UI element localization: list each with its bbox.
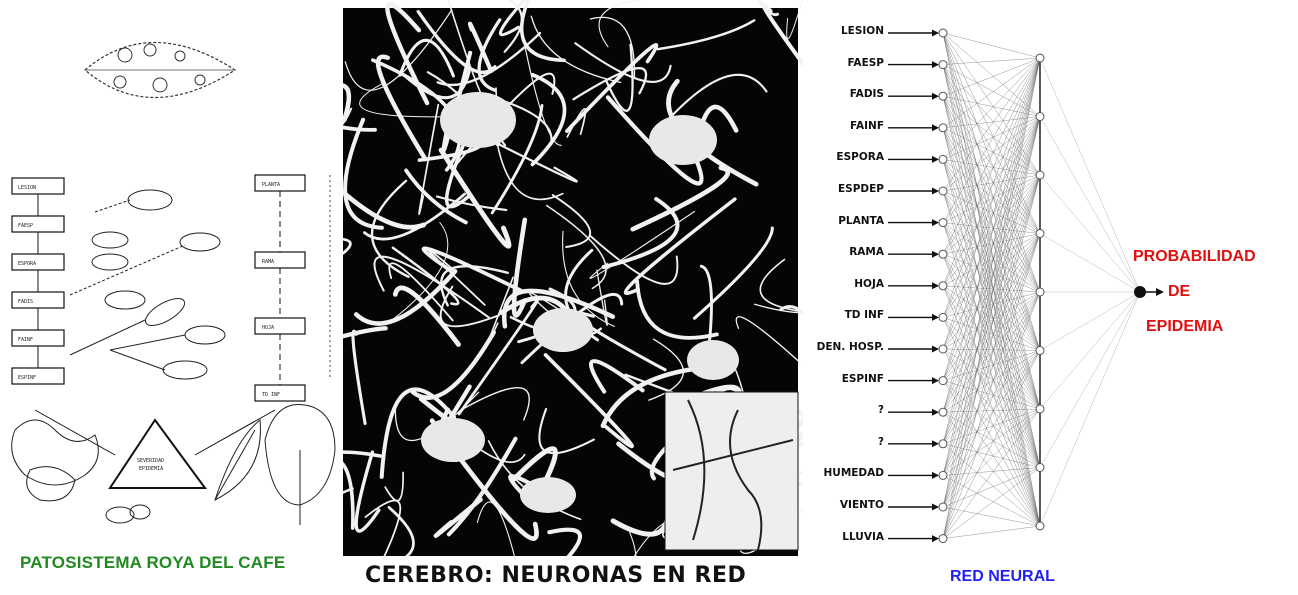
svg-text:FADIS: FADIS [18,299,33,305]
hidden-node [1036,113,1044,121]
output-label-line-3: EPIDEMIA [1146,318,1223,336]
input-label: HUMEDAD [804,467,884,479]
svg-text:HOJA: HOJA [262,325,274,331]
input-node [888,92,947,100]
input-node [888,408,947,416]
hidden-node [1036,405,1044,413]
flow-box: PLANTA [255,175,305,191]
flow-box: LESION [12,178,64,194]
input-node [888,282,947,290]
flow-box: RAMA [255,252,305,268]
input-node [888,503,947,511]
input-label: FADIS [804,88,884,100]
flow-box: ESPORA [12,254,64,270]
input-label: FAESP [804,57,884,69]
connections [943,33,1140,539]
svg-text:EPIDEMIA: EPIDEMIA [139,466,163,472]
brain-neurons-panel: CEREBRO: NEURONAS EN RED [343,0,803,595]
svg-text:RAMA: RAMA [262,259,274,265]
input-label: LESION [804,25,884,37]
input-label: ? [804,404,884,416]
svg-text:PLANTA: PLANTA [262,182,280,188]
flow-box: FADIS [12,292,64,308]
pathosystem-panel: LESION FAESP ESPORA FADIS FAINF ESPINF PLANTA… [0,0,340,595]
pathosystem-caption: PATOSISTEMA ROYA DEL CAFE [20,553,285,573]
hidden-node [1036,347,1044,355]
svg-text:LESION: LESION [18,185,36,191]
input-label: ? [804,436,884,448]
flow-box: HOJA [255,318,305,334]
flow-box: FAESP [12,216,64,232]
input-label: LLUVIA [804,531,884,543]
svg-text:TD INF: TD INF [262,392,280,398]
input-node [888,313,947,321]
input-label: PLANTA [804,215,884,227]
input-label: HOJA [804,278,884,290]
input-node [888,440,947,448]
foliage-sketches [12,404,335,525]
input-label: TD INF [804,309,884,321]
neuron-micrograph [343,0,803,560]
input-label: FAINF [804,120,884,132]
input-node [888,187,947,195]
input-node [888,471,947,479]
input-node [888,219,947,227]
flow-box: TD INF [255,385,305,401]
svg-text:FAINF: FAINF [18,337,33,343]
input-node [888,535,947,543]
input-label: ESPINF [804,373,884,385]
input-label: ESPDEP [804,183,884,195]
hidden-node [1036,288,1044,296]
svg-text:ESPORA: ESPORA [18,261,36,267]
output-label-line-1: PROBABILIDAD [1133,248,1256,266]
input-label: DEN. HOSP. [804,341,884,353]
svg-text:ESPINF: ESPINF [18,375,36,381]
input-label: VIENTO [804,499,884,511]
input-node [888,345,947,353]
input-node [888,124,947,132]
brain-caption: CEREBRO: NEURONAS EN RED [365,563,746,588]
input-node [888,61,947,69]
output-node [1134,286,1164,298]
neural-network-caption: RED NEURAL [950,568,1055,586]
input-node [888,29,947,37]
input-node [888,250,947,258]
inset-micrograph [665,392,798,550]
flow-box: ESPINF [12,368,64,384]
flow-box: FAINF [12,330,64,346]
input-label: RAMA [804,246,884,258]
hidden-node [1036,230,1044,238]
hidden-node [1036,54,1044,62]
neural-network-panel: LESION FAESP FADIS FAINF ESPORA ESPDEP PLANTA R… [800,0,1298,595]
right-flow-boxes: PLANTA RAMA HOJA TD INF [255,175,305,401]
left-flow-boxes: LESION FAESP ESPORA FADIS FAINF ESPINF [12,178,64,384]
input-node [888,155,947,163]
output-label-line-2: DE [1168,283,1190,301]
input-label: ESPORA [804,151,884,163]
pathosystem-diagram: LESION FAESP ESPORA FADIS FAINF ESPINF PLANTA… [0,0,340,595]
hidden-node [1036,522,1044,530]
hidden-node [1036,171,1044,179]
leaf-drawing [85,43,235,98]
svg-text:SEVERIDAD: SEVERIDAD [137,458,164,464]
input-node [888,377,947,385]
factor-ovals [70,190,225,379]
svg-text:FAESP: FAESP [18,223,33,229]
hidden-node [1036,464,1044,472]
